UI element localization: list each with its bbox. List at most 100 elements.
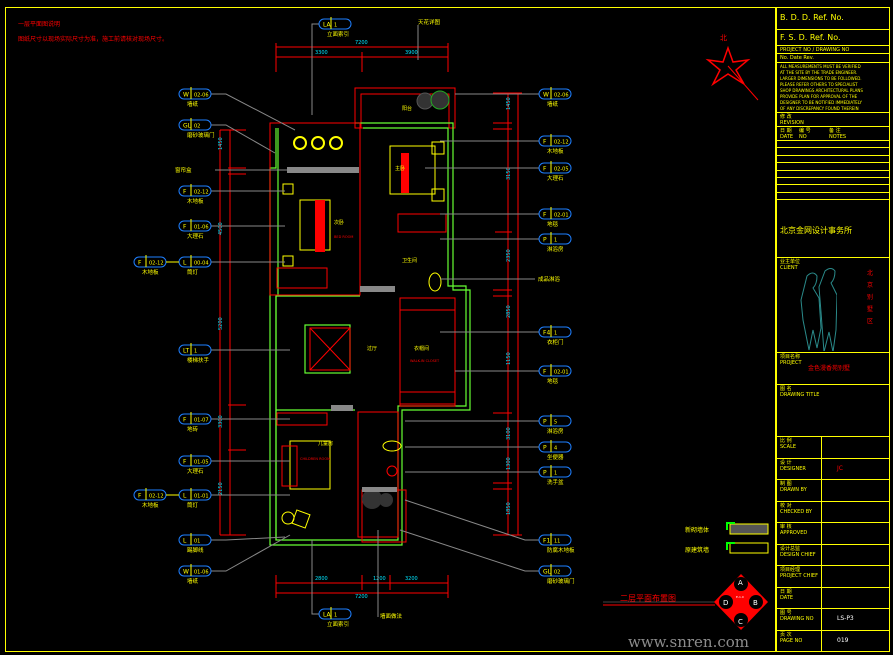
general-note-line: ALL MEASUREMENTS MUST BE VERIFIED bbox=[780, 64, 861, 69]
tag-code: F bbox=[543, 139, 547, 146]
couple-silhouette-image bbox=[800, 268, 837, 351]
tag-number: 02-12 bbox=[554, 140, 569, 146]
dimension-text: 1850 bbox=[506, 502, 512, 515]
tag-code: F bbox=[138, 493, 142, 500]
client-name-char: 北 bbox=[867, 270, 874, 277]
tag-caption: 楼梯扶手 bbox=[187, 356, 210, 364]
tag-code: F bbox=[183, 189, 187, 196]
tag-code: P bbox=[543, 470, 547, 477]
tag-number: 01-06 bbox=[194, 225, 209, 231]
tag-code: F bbox=[543, 369, 547, 376]
annotation-note: 墙面做法 bbox=[380, 612, 403, 620]
tag-caption: 踢脚线 bbox=[187, 546, 204, 554]
notes-text: 图纸尺寸以现场实际尺寸为准，施工前请核对现场尺寸。 bbox=[18, 36, 169, 43]
dimension-text: 2150 bbox=[218, 482, 224, 495]
index-letter-b: B bbox=[753, 599, 758, 607]
room-label-master-bedroom: 主卧 bbox=[395, 165, 405, 172]
tag-caption: 立面索引 bbox=[327, 30, 349, 38]
dimension-lines bbox=[219, 43, 522, 598]
walls bbox=[269, 122, 471, 546]
leader-line bbox=[311, 23, 320, 115]
tag-number: 01-01 bbox=[194, 494, 209, 500]
tag-code: L bbox=[183, 538, 187, 545]
dimension-text: 1450 bbox=[506, 97, 512, 110]
client-name-char: 墅 bbox=[867, 306, 874, 313]
tag-number: 01-07 bbox=[194, 418, 209, 424]
leader-line bbox=[211, 536, 286, 541]
tag-code: F bbox=[138, 260, 142, 267]
tag-code: GL bbox=[543, 569, 552, 576]
tag-caption: 筒灯 bbox=[187, 268, 199, 276]
dimension-text: 2850 bbox=[506, 305, 512, 318]
tag-number: 11 bbox=[554, 539, 560, 545]
bd-ref: B. D. D. Ref. No. bbox=[777, 8, 890, 30]
elevation-index-symbol: A B C D E-1.0 bbox=[714, 574, 768, 630]
tag-number: 02 bbox=[194, 124, 200, 130]
tag-code: GL bbox=[183, 123, 192, 130]
dimension-text: 2350 bbox=[506, 249, 512, 262]
dimension-text: 3300 bbox=[315, 50, 328, 56]
tag-caption: 立面索引 bbox=[327, 620, 349, 628]
tag-number: 00-04 bbox=[194, 261, 209, 267]
general-note-line: LARGER DIMENSIONS TO BE FOLLOWED. bbox=[780, 76, 862, 81]
dimension-text: 3150 bbox=[506, 167, 512, 180]
dimension-text: 4500 bbox=[218, 222, 224, 235]
north-compass-icon: 北 bbox=[705, 34, 759, 101]
tag-code: LA bbox=[323, 22, 331, 29]
tag-code: P bbox=[543, 237, 547, 244]
tag-number: 02-12 bbox=[194, 190, 209, 196]
general-note-line: DESIGNER TO BE NOTIFIED IMMEDIATELY bbox=[780, 100, 862, 105]
tag-caption: 洗手盆 bbox=[547, 478, 564, 486]
compass-label: 北 bbox=[720, 34, 727, 42]
tag-caption: 磨砂玻璃门 bbox=[547, 577, 575, 585]
legend-existing-wall: 原建筑墙 bbox=[685, 547, 710, 554]
room-label-cloakroom-en: WALK-IN CLOSET bbox=[410, 359, 440, 363]
leader-line bbox=[399, 529, 539, 572]
tag-caption: 木地板 bbox=[187, 197, 204, 205]
client-name-char: 别 bbox=[867, 294, 874, 301]
room-label-second-bedroom: 次卧 bbox=[334, 219, 344, 226]
tag-code: F bbox=[543, 166, 547, 173]
room-label-bathroom: 卫生间 bbox=[402, 257, 417, 264]
tag-caption: 大理石 bbox=[547, 174, 564, 182]
room-label-cloakroom: 衣帽间 bbox=[414, 345, 429, 352]
tag-number: 02-12 bbox=[149, 261, 164, 267]
tag-caption: 墙纸 bbox=[187, 100, 199, 108]
revision-row bbox=[777, 163, 890, 171]
